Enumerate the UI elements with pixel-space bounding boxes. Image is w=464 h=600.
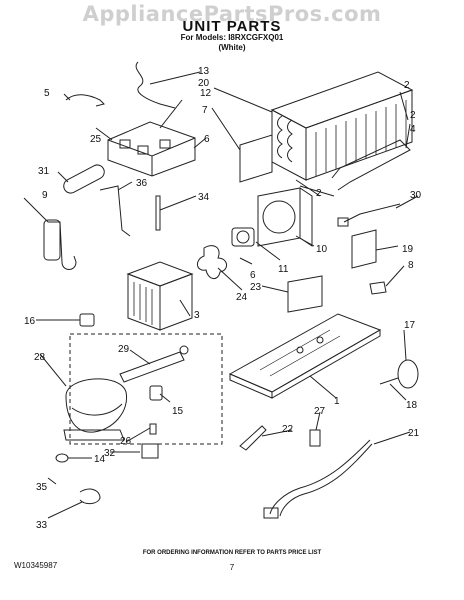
callout-labels: 13 5 12 20 7 25 6 31 36 34 9 2 4 30 10 1… <box>24 66 422 531</box>
callout-13: 13 <box>198 66 210 77</box>
ordering-note: FOR ORDERING INFORMATION REFER TO PARTS … <box>142 550 322 556</box>
callout-27: 27 <box>314 406 326 417</box>
callout-33: 33 <box>36 520 48 531</box>
axle <box>379 377 399 385</box>
foam-pad <box>351 229 377 269</box>
callout-29: 29 <box>118 344 130 355</box>
callout-20: 20 <box>198 78 210 89</box>
condenser-coil <box>270 71 414 181</box>
callout-11: 11 <box>278 264 289 275</box>
suction-tube <box>48 221 77 270</box>
callout-8: 8 <box>408 260 414 271</box>
callout-2b: 2 <box>316 188 322 199</box>
start-device <box>119 351 185 383</box>
callout-26: 26 <box>120 436 132 447</box>
callout-35: 35 <box>36 482 48 493</box>
wheel <box>397 359 419 389</box>
callout-22: 22 <box>282 424 294 435</box>
callout-7: 7 <box>202 105 208 116</box>
callout-21: 21 <box>408 428 420 439</box>
sensor-wire <box>343 203 401 223</box>
callout-24: 24 <box>236 292 248 303</box>
foam-block <box>287 275 323 313</box>
compressor <box>63 378 128 441</box>
callout-30: 30 <box>410 190 422 201</box>
grommet-base <box>55 453 69 463</box>
callout-2: 2 <box>410 110 416 121</box>
page-title: UNIT PARTS <box>182 18 282 35</box>
callout-2c: 2 <box>404 80 410 91</box>
doc-number: W10345987 <box>14 561 58 570</box>
watermark: AppliancePartsPros.com <box>82 2 382 26</box>
wire-harness-21 <box>269 439 371 515</box>
condenser-bracket <box>239 134 273 183</box>
wire-harness-top <box>135 61 176 109</box>
callout-25: 25 <box>90 134 102 145</box>
callout-16: 16 <box>24 316 36 327</box>
strap-33 <box>79 488 101 505</box>
variant-line: (White) <box>218 43 246 52</box>
callout-1: 1 <box>334 396 340 407</box>
callout-32: 32 <box>104 448 116 459</box>
callout-23: 23 <box>250 282 262 293</box>
fan-shroud <box>257 187 301 247</box>
clip-small <box>369 281 387 295</box>
models-line: For Models: I8RXCGFXQ01 <box>180 33 284 42</box>
fan-blade <box>197 245 227 279</box>
callout-10: 10 <box>316 244 328 255</box>
callout-17: 17 <box>404 320 416 331</box>
relay-box <box>107 121 196 177</box>
callout-31: 31 <box>38 166 50 177</box>
grommet <box>79 313 95 327</box>
insulation-tube <box>63 164 105 194</box>
clip-part <box>65 94 105 107</box>
base-plate <box>228 313 382 399</box>
mount-bracket <box>99 185 131 237</box>
callout-36: 36 <box>136 178 148 189</box>
callout-12: 12 <box>200 88 212 99</box>
connector-27 <box>309 429 321 447</box>
bolt <box>149 423 157 435</box>
page-number: 7 <box>229 563 235 572</box>
callout-6: 6 <box>204 134 210 145</box>
condenser-filter <box>126 261 194 331</box>
callout-28: 28 <box>34 352 46 363</box>
bracket-22 <box>239 425 267 451</box>
callout-14: 14 <box>94 454 106 465</box>
callout-6b: 6 <box>250 270 256 281</box>
callout-9: 9 <box>42 190 48 201</box>
callout-3: 3 <box>194 310 200 321</box>
callout-4: 4 <box>410 124 416 135</box>
callout-5: 5 <box>44 88 50 99</box>
callout-15: 15 <box>172 406 184 417</box>
overload <box>149 385 163 401</box>
callout-18: 18 <box>406 400 418 411</box>
fan-motor <box>231 227 255 247</box>
relay <box>141 443 159 459</box>
rod-part <box>155 195 161 231</box>
callout-19: 19 <box>402 244 414 255</box>
callout-34: 34 <box>198 192 210 203</box>
drier-tube <box>331 139 411 191</box>
compressor-group-box <box>69 333 223 445</box>
